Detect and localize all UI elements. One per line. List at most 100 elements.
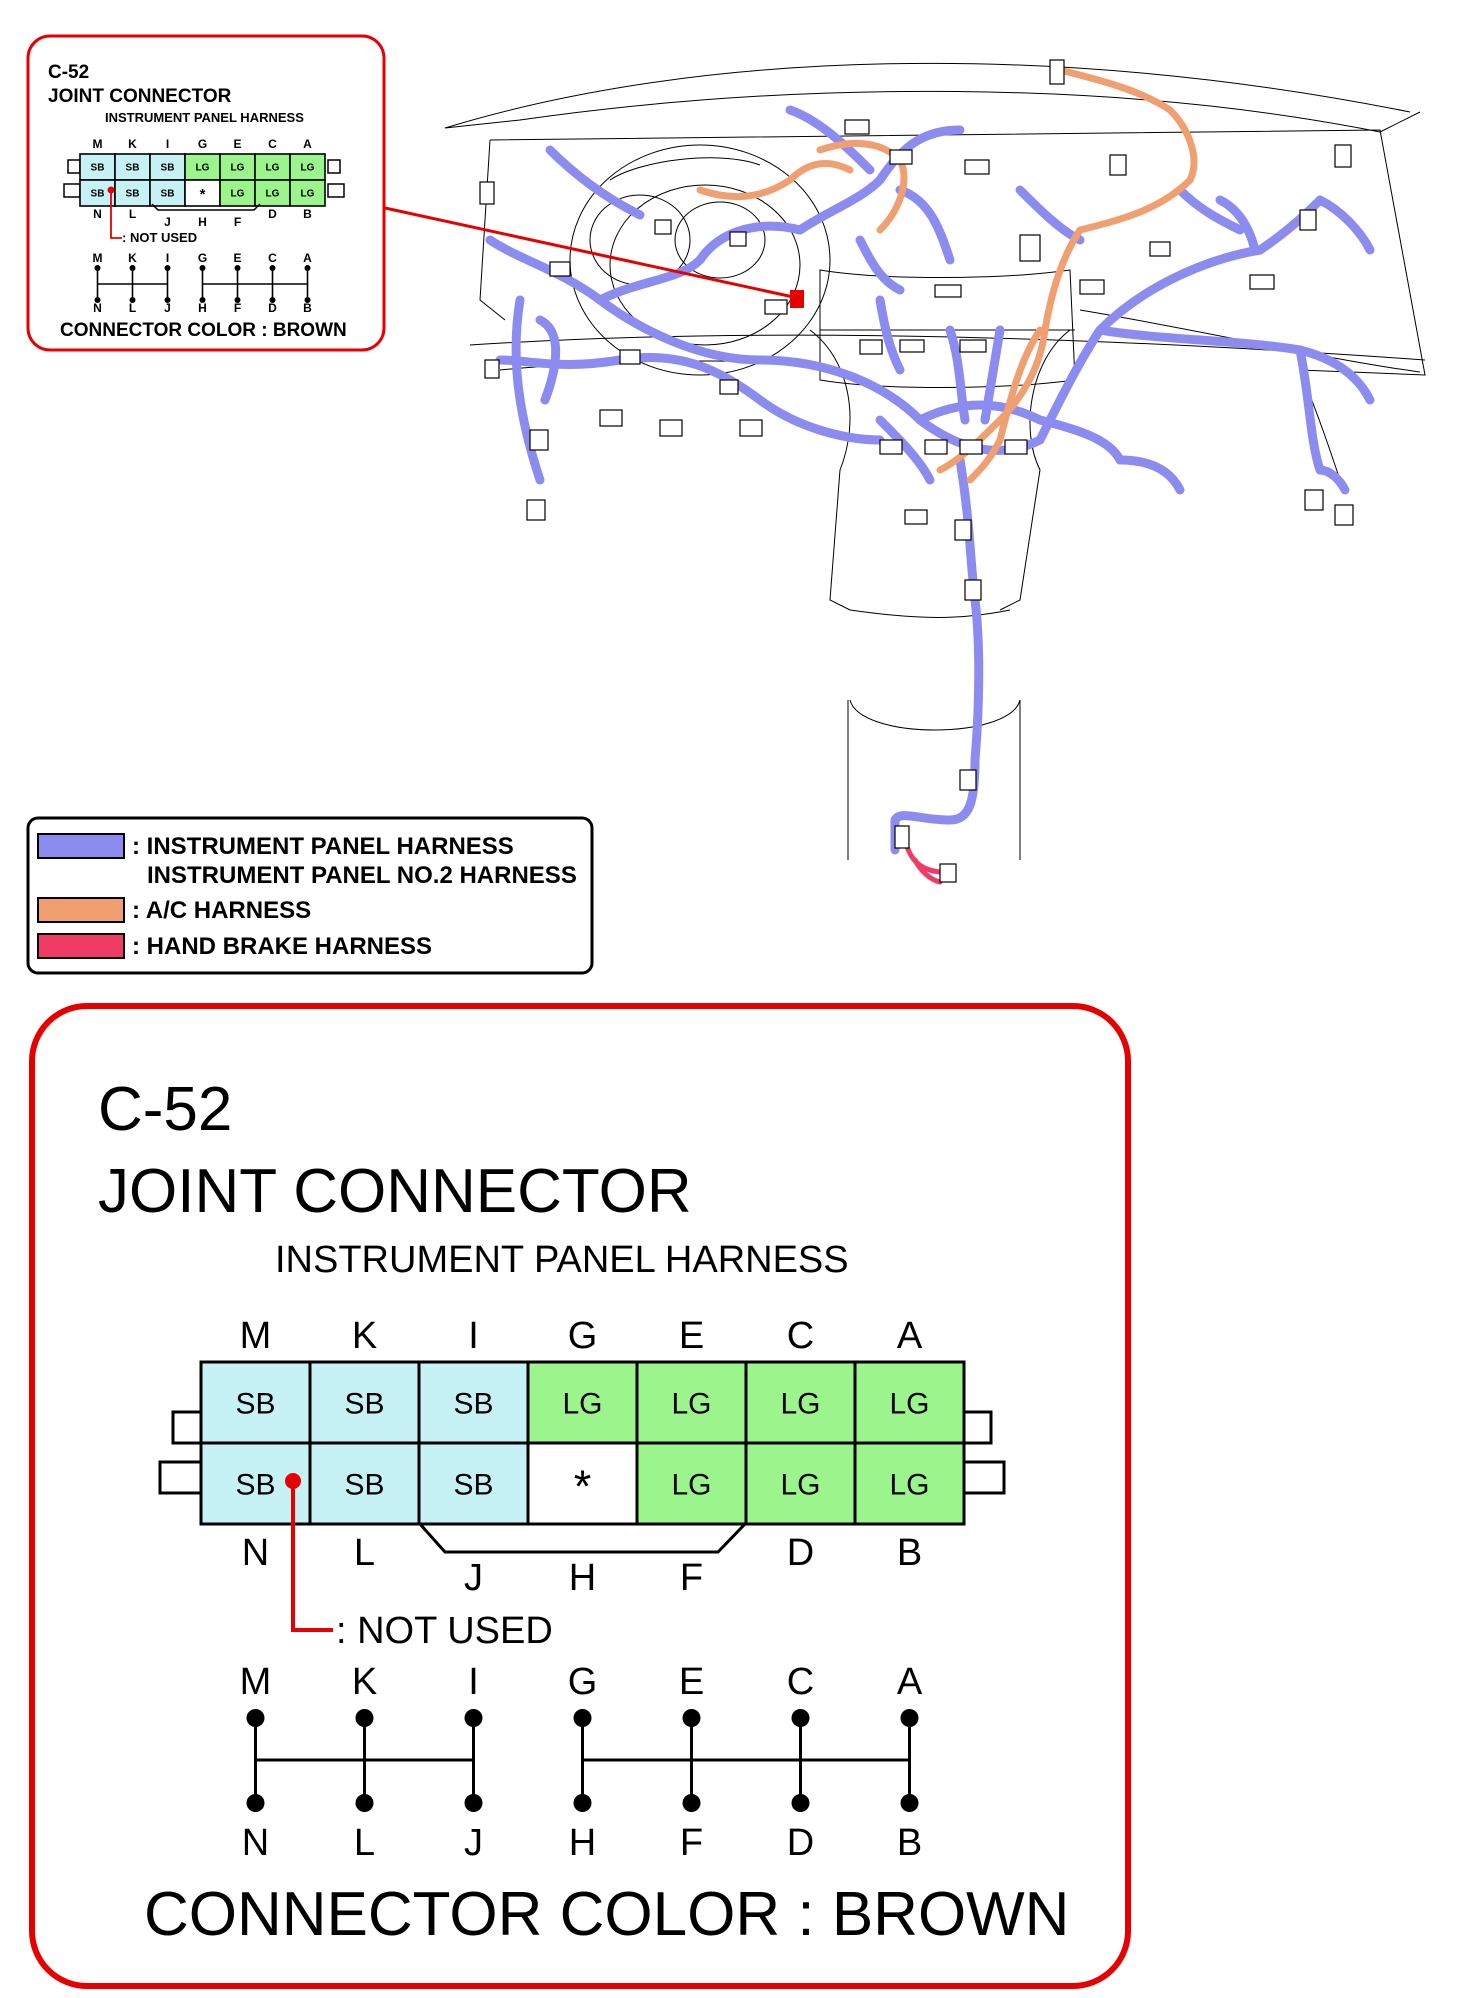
large-callout: C-52 JOINT CONNECTOR INSTRUMENT PANEL HA… (29, 1003, 1131, 1989)
wire-color-code: SB (126, 163, 140, 174)
junction-bottom-label: N (93, 301, 102, 315)
wire-color-code: SB (161, 189, 175, 200)
junction-top-label: C (268, 251, 277, 265)
wire-color-code: LG (562, 1387, 602, 1420)
junction-terminal (129, 265, 136, 271)
large-latch-right-bottom (961, 1460, 1006, 1495)
large-not-used-label: : NOT USED (336, 1610, 553, 1652)
junction-top-label: E (233, 251, 241, 265)
connector-cell (289, 153, 326, 181)
bottom-pin-label: J (164, 215, 171, 229)
junction-terminal (682, 1794, 701, 1812)
junction-terminal (682, 1709, 701, 1727)
legend-swatch-hand-brake (37, 933, 125, 959)
top-pin-label: K (128, 137, 137, 151)
junction-terminal (234, 297, 241, 303)
connector-cell (308, 1441, 421, 1526)
wire-color-code: LG (301, 189, 315, 200)
bottom-pin-label: D (787, 1532, 814, 1574)
top-pin-label: G (568, 1315, 598, 1357)
bottom-pin-label: L (354, 1532, 375, 1574)
bottom-pin-label: N (93, 207, 102, 221)
large-connector-color: CONNECTOR COLOR : BROWN (144, 1880, 1069, 1949)
junction-bottom-label: H (198, 301, 207, 315)
junction-terminal (900, 1709, 919, 1727)
legend-label-instrument-panel-no2: INSTRUMENT PANEL NO.2 HARNESS (147, 862, 577, 889)
wire-color-code: SB (344, 1468, 384, 1501)
bottom-pin-label: N (242, 1532, 269, 1574)
junction-top-label: K (352, 1661, 377, 1703)
large-not-used-leader (291, 1481, 333, 1632)
junction-terminal (573, 1794, 592, 1812)
instrument-panel-harness-routes (485, 105, 1375, 855)
junction-bottom-label: H (569, 1822, 596, 1864)
junction-top-label: G (568, 1661, 598, 1703)
junction-bottom-label: J (164, 301, 171, 315)
junction-top-label: M (240, 1661, 272, 1703)
wire-color-code: LG (196, 163, 210, 174)
junction-top-label: G (198, 251, 207, 265)
bottom-pin-label: F (680, 1557, 703, 1599)
connector-cell (417, 1441, 530, 1526)
wire-color-code: LG (231, 163, 245, 174)
connector-cell (853, 1360, 966, 1445)
top-pin-label: I (468, 1315, 479, 1357)
junction-terminal (246, 1709, 265, 1727)
small-callout: C-52 JOINT CONNECTOR INSTRUMENT PANEL HA… (26, 34, 386, 352)
connector-cell (744, 1441, 857, 1526)
bottom-pin-label: B (303, 207, 312, 221)
top-pin-label: K (352, 1315, 377, 1357)
small-harness-name: INSTRUMENT PANEL HARNESS (105, 110, 304, 125)
junction-bottom-label: F (680, 1822, 703, 1864)
wire-color-code: * (200, 186, 206, 203)
connector-cell (744, 1360, 857, 1445)
junction-top-label: A (303, 251, 312, 265)
junction-bottom-label: L (354, 1822, 375, 1864)
wire-color-code: SB (235, 1387, 275, 1420)
wire-color-code: LG (889, 1387, 929, 1420)
callout-pointer-line (384, 206, 799, 300)
junction-terminal (129, 297, 136, 303)
junction-terminal (900, 1794, 919, 1812)
hand-brake-harness-route (902, 837, 943, 885)
connector-cell (254, 179, 291, 207)
wire-color-code: SB (453, 1387, 493, 1420)
junction-terminal (573, 1709, 592, 1727)
top-pin-label: C (268, 137, 277, 151)
bottom-pin-label: J (464, 1557, 483, 1599)
legend-swatch-instrument-panel (37, 833, 125, 859)
junction-top-label: A (897, 1661, 923, 1703)
wire-color-code: LG (780, 1387, 820, 1420)
junction-terminal (304, 265, 311, 271)
connector-cell (114, 179, 151, 207)
junction-terminal (464, 1709, 483, 1727)
small-latch-left-bottom (63, 183, 81, 198)
junction-terminal (791, 1709, 810, 1727)
harness-connectors (479, 59, 1354, 883)
small-jumper-bracket (151, 203, 261, 211)
wire-color-code: LG (780, 1468, 820, 1501)
junction-top-label: I (468, 1661, 479, 1703)
bottom-pin-label: H (198, 215, 207, 229)
wire-color-code: SB (91, 189, 105, 200)
wire-color-code: * (574, 1461, 592, 1512)
junction-terminal (355, 1709, 374, 1727)
top-pin-label: I (166, 137, 169, 151)
junction-bottom-label: J (464, 1822, 483, 1864)
legend-label-hand-brake: : HAND BRAKE HARNESS (132, 933, 432, 960)
wire-color-code: LG (671, 1468, 711, 1501)
junction-terminal (246, 1794, 265, 1812)
junction-terminal (164, 265, 171, 271)
connector-cell (219, 153, 256, 181)
junction-bottom-label: F (234, 301, 241, 315)
junction-bottom-label: B (303, 301, 312, 315)
junction-terminal (791, 1794, 810, 1812)
large-latch-left-top (171, 1410, 203, 1445)
connector-cell (853, 1441, 966, 1526)
